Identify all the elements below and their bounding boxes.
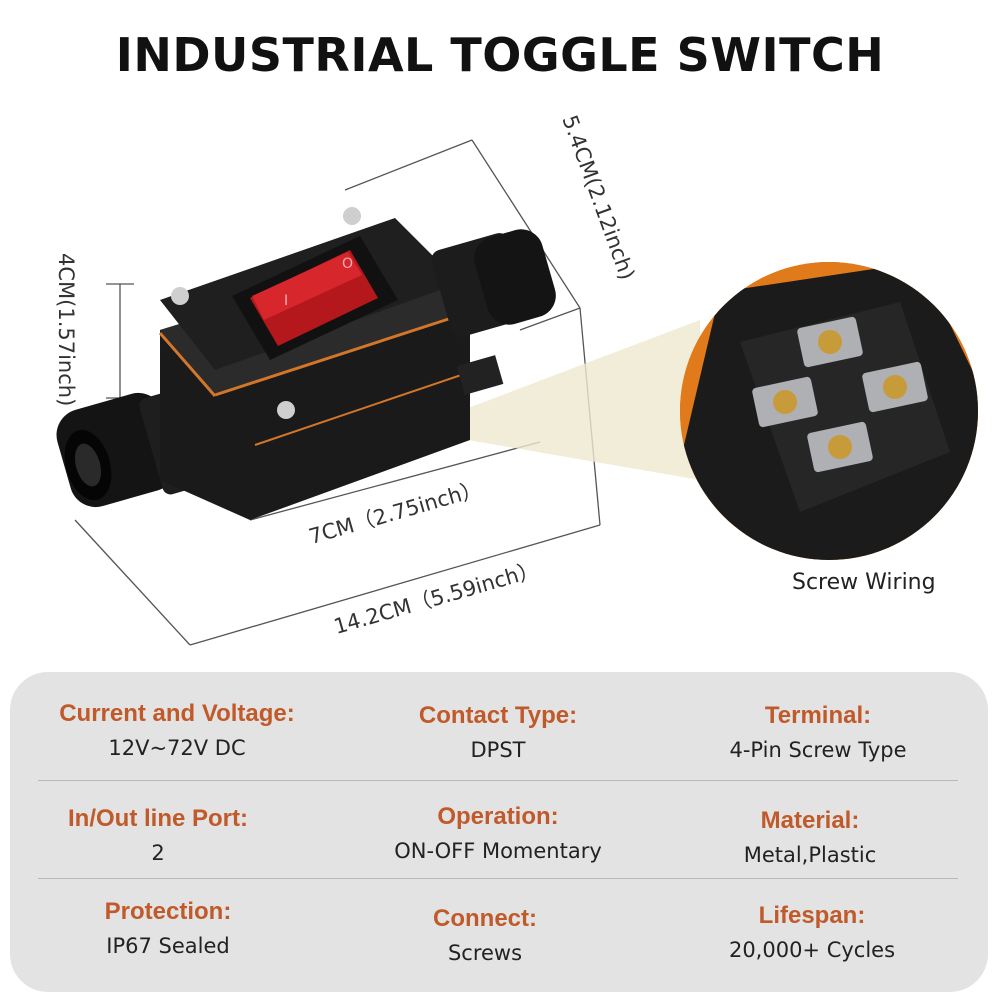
- spec-value: Screws: [447, 941, 523, 965]
- zoom-beam: [410, 320, 700, 480]
- zoom-caption: Screw Wiring: [792, 570, 936, 595]
- spec-label: Current and Voltage:: [59, 700, 295, 727]
- spec-connect: Connect: Screws: [335, 905, 635, 965]
- spec-label: Terminal:: [764, 702, 872, 729]
- spec-value: DPST: [470, 738, 526, 762]
- spec-label: Lifespan:: [758, 902, 866, 929]
- spec-label: Connect:: [433, 905, 537, 932]
- height-dimension-label: 4CM(1.57inch): [54, 253, 78, 407]
- spec-label: Protection:: [104, 898, 232, 925]
- spec-label: Material:: [760, 807, 860, 834]
- spec-label: Operation:: [437, 803, 559, 830]
- spec-material: Material: Metal,Plastic: [660, 807, 960, 867]
- spec-label: Contact Type:: [418, 702, 578, 729]
- spec-divider: [38, 878, 958, 879]
- product-illustration: O I: [56, 139, 700, 646]
- switch-on-mark: I: [284, 293, 288, 309]
- spec-line-port: In/Out line Port: 2: [8, 805, 308, 865]
- spec-terminal: Terminal: 4-Pin Screw Type: [668, 702, 968, 762]
- spec-value: 2: [151, 841, 165, 865]
- spec-value: Metal,Plastic: [743, 843, 877, 867]
- spec-contact-type: Contact Type: DPST: [348, 702, 648, 762]
- switch-housing: [158, 207, 471, 520]
- spec-current-voltage: Current and Voltage: 12V~72V DC: [27, 700, 327, 760]
- spec-value: IP67 Sealed: [106, 934, 230, 958]
- spec-divider: [38, 780, 958, 781]
- switch-off-mark: O: [342, 256, 353, 272]
- page-title: INDUSTRIAL TOGGLE SWITCH: [115, 28, 885, 82]
- spec-operation: Operation: ON-OFF Momentary: [348, 803, 648, 863]
- spec-lifespan: Lifespan: 20,000+ Cycles: [662, 902, 962, 962]
- spec-value: 12V~72V DC: [108, 736, 246, 760]
- spec-protection: Protection: IP67 Sealed: [18, 898, 318, 958]
- spec-value: ON-OFF Momentary: [394, 839, 602, 863]
- spec-value: 4-Pin Screw Type: [729, 738, 907, 762]
- spec-value: 20,000+ Cycles: [728, 938, 896, 962]
- right-cable-gland: [431, 229, 556, 395]
- screw-wiring-closeup: [680, 262, 978, 560]
- spec-panel: [10, 672, 988, 992]
- spec-label: In/Out line Port:: [68, 805, 248, 832]
